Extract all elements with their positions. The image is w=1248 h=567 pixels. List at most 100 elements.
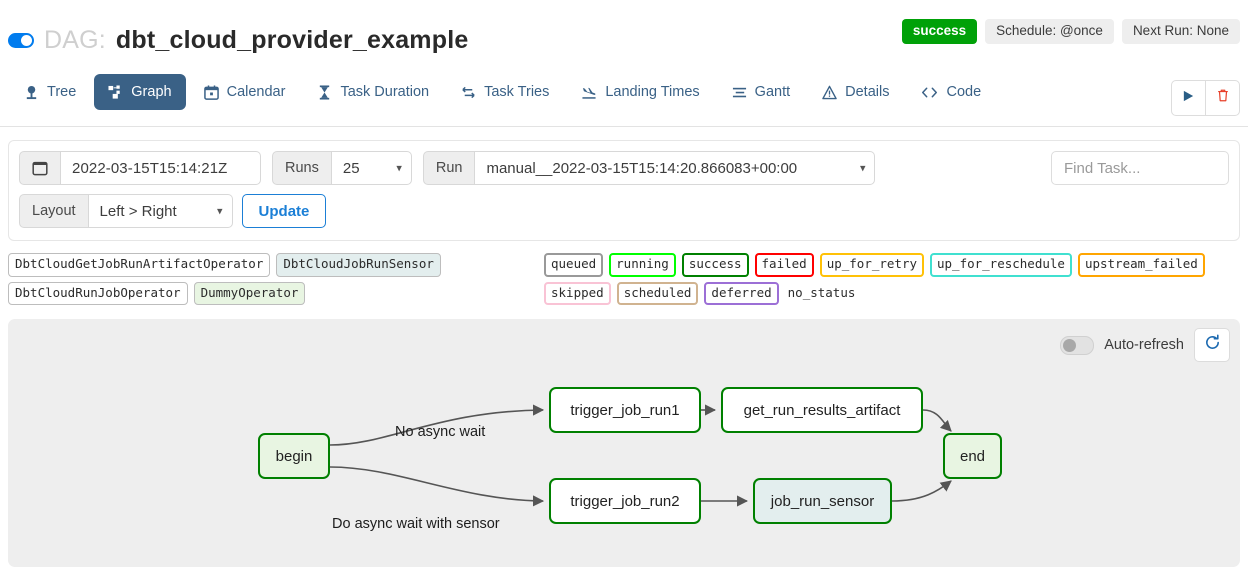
dag-title-row: DAG: dbt_cloud_provider_example (8, 26, 468, 55)
edge-label-no-async-wait: No async wait (395, 424, 486, 440)
chevron-down-icon: ▾ (217, 205, 223, 218)
update-button[interactable]: Update (241, 194, 327, 228)
next-run-badge: Next Run: None (1121, 19, 1240, 44)
schedule-badge: Schedule: @once (985, 19, 1114, 44)
status-legend-item: success (681, 253, 749, 277)
trash-icon (1216, 88, 1230, 108)
tab-label: Graph (131, 84, 172, 100)
status-legend-item: running (609, 253, 676, 277)
operator-legend-item: DbtCloudRunJobOperator (8, 281, 188, 305)
graph-node-get-run-results-artifact[interactable]: get_run_results_artifact (721, 387, 923, 433)
dag-filter-card: 2022-03-15T15:14:21Z Runs 25 ▾ Run manua… (8, 140, 1240, 241)
status-legend-item: up_for_reschedule (930, 253, 1072, 277)
node-label: begin (275, 447, 313, 465)
tab-label: Tree (47, 84, 77, 100)
status-legend-item: scheduled (616, 281, 699, 305)
tabs-bar: Tree Graph Calendar Task Duration Task T (0, 70, 1248, 127)
chevron-down-icon: ▾ (859, 162, 866, 175)
graph-icon (108, 84, 123, 100)
status-legend: queued running success failed up_for_ret… (544, 253, 1240, 305)
tab-label: Landing Times (605, 84, 700, 100)
find-task-placeholder: Find Task... (1064, 159, 1141, 177)
calendar-icon-button[interactable] (19, 151, 61, 185)
chevron-down-icon: ▾ (396, 162, 402, 175)
graph-edges (329, 404, 952, 507)
tree-icon (24, 85, 39, 100)
tab-task-tries[interactable]: Task Tries (447, 74, 563, 110)
edge-label-do-async-wait: Do async wait with sensor (332, 516, 500, 532)
run-select[interactable]: manual__2022-03-15T15:14:20.866083+00:00… (475, 151, 876, 185)
trigger-dag-button[interactable] (1172, 81, 1205, 115)
status-legend-item: upstream_failed (1077, 253, 1205, 277)
header-badges: success Schedule: @once Next Run: None (901, 19, 1240, 44)
dag-action-buttons (1171, 80, 1240, 116)
gantt-icon (732, 85, 747, 100)
graph-canvas[interactable]: Auto-refresh begin (8, 319, 1240, 567)
runs-select[interactable]: 25 ▾ (331, 151, 412, 185)
page-title: dbt_cloud_provider_example (115, 26, 469, 54)
status-legend-item: failed (754, 253, 814, 277)
status-legend-item: no_status (787, 284, 856, 300)
runs-select-value: 25 (342, 159, 360, 177)
run-label: Run (422, 151, 476, 185)
graph-node-trigger-job-run2[interactable]: trigger_job_run2 (549, 478, 701, 524)
tab-calendar[interactable]: Calendar (190, 74, 300, 110)
operator-legend-item: DbtCloudGetJobRunArtifactOperator (8, 253, 271, 277)
layout-label: Layout (19, 194, 89, 228)
hourglass-icon (317, 84, 332, 100)
tab-label: Task Duration (340, 84, 430, 100)
runs-label: Runs (272, 151, 332, 185)
tab-label: Calendar (226, 84, 286, 100)
auto-refresh-label: Auto-refresh (1104, 337, 1184, 353)
execution-date-input[interactable]: 2022-03-15T15:14:21Z (61, 151, 261, 185)
graph-node-trigger-job-run1[interactable]: trigger_job_run1 (549, 387, 701, 433)
graph-node-end[interactable]: end (943, 433, 1002, 479)
auto-refresh-toggle[interactable] (1060, 335, 1095, 355)
auto-refresh-controls: Auto-refresh (1060, 328, 1230, 362)
play-icon (1182, 89, 1195, 108)
tab-label: Gantt (754, 84, 791, 100)
tab-gantt[interactable]: Gantt (718, 74, 804, 110)
node-label: trigger_job_run1 (570, 401, 680, 419)
runs-filter-group: Runs 25 ▾ (272, 151, 412, 185)
node-label: job_run_sensor (770, 492, 875, 510)
find-task-input[interactable]: Find Task... (1051, 151, 1229, 185)
run-filter-group: Run manual__2022-03-15T15:14:20.866083+0… (422, 151, 876, 185)
tab-tree[interactable]: Tree (10, 74, 90, 110)
refresh-button[interactable] (1194, 328, 1230, 362)
tab-label: Task Tries (484, 84, 550, 100)
tab-landing-times[interactable]: Landing Times (567, 74, 713, 110)
view-tabs: Tree Graph Calendar Task Duration Task T (10, 74, 995, 110)
calendar-icon (203, 84, 219, 100)
tab-details[interactable]: Details (808, 74, 903, 110)
node-label: end (959, 447, 986, 465)
tab-label: Code (946, 84, 982, 100)
retry-icon (461, 85, 476, 100)
layout-select[interactable]: Left > Right ▾ (88, 194, 233, 228)
tab-label: Details (845, 84, 890, 100)
operator-legend-item: DbtCloudJobRunSensor (276, 253, 441, 277)
node-label: trigger_job_run2 (570, 492, 680, 510)
status-legend-item: queued (544, 253, 604, 277)
date-filter-group: 2022-03-15T15:14:21Z (19, 151, 261, 185)
page-header: DAG: dbt_cloud_provider_example success … (0, 0, 1248, 70)
graph-node-begin[interactable]: begin (258, 433, 330, 479)
dag-label: DAG: (44, 26, 106, 54)
triangle-info-icon (822, 85, 837, 100)
status-legend-item: up_for_retry (819, 253, 924, 277)
delete-dag-button[interactable] (1205, 81, 1239, 115)
layout-filter-group: Layout Left > Right ▾ (19, 194, 233, 228)
tab-code[interactable]: Code (907, 74, 995, 110)
status-legend-item: skipped (544, 281, 611, 305)
operator-legend: DbtCloudGetJobRunArtifactOperator DbtClo… (8, 253, 544, 305)
filter-row-top: 2022-03-15T15:14:21Z Runs 25 ▾ Run manua… (19, 151, 1229, 185)
plane-landing-icon (581, 85, 597, 100)
node-label: get_run_results_artifact (743, 401, 901, 419)
tab-graph[interactable]: Graph (94, 74, 186, 110)
dag-pause-toggle[interactable] (8, 33, 34, 48)
graph-node-job-run-sensor[interactable]: job_run_sensor (753, 478, 892, 524)
run-select-value: manual__2022-03-15T15:14:20.866083+00:00 (486, 159, 798, 177)
legends: DbtCloudGetJobRunArtifactOperator DbtClo… (8, 253, 1240, 305)
tab-task-duration[interactable]: Task Duration (303, 74, 443, 110)
filter-row-bottom: Layout Left > Right ▾ Update (19, 194, 1229, 228)
